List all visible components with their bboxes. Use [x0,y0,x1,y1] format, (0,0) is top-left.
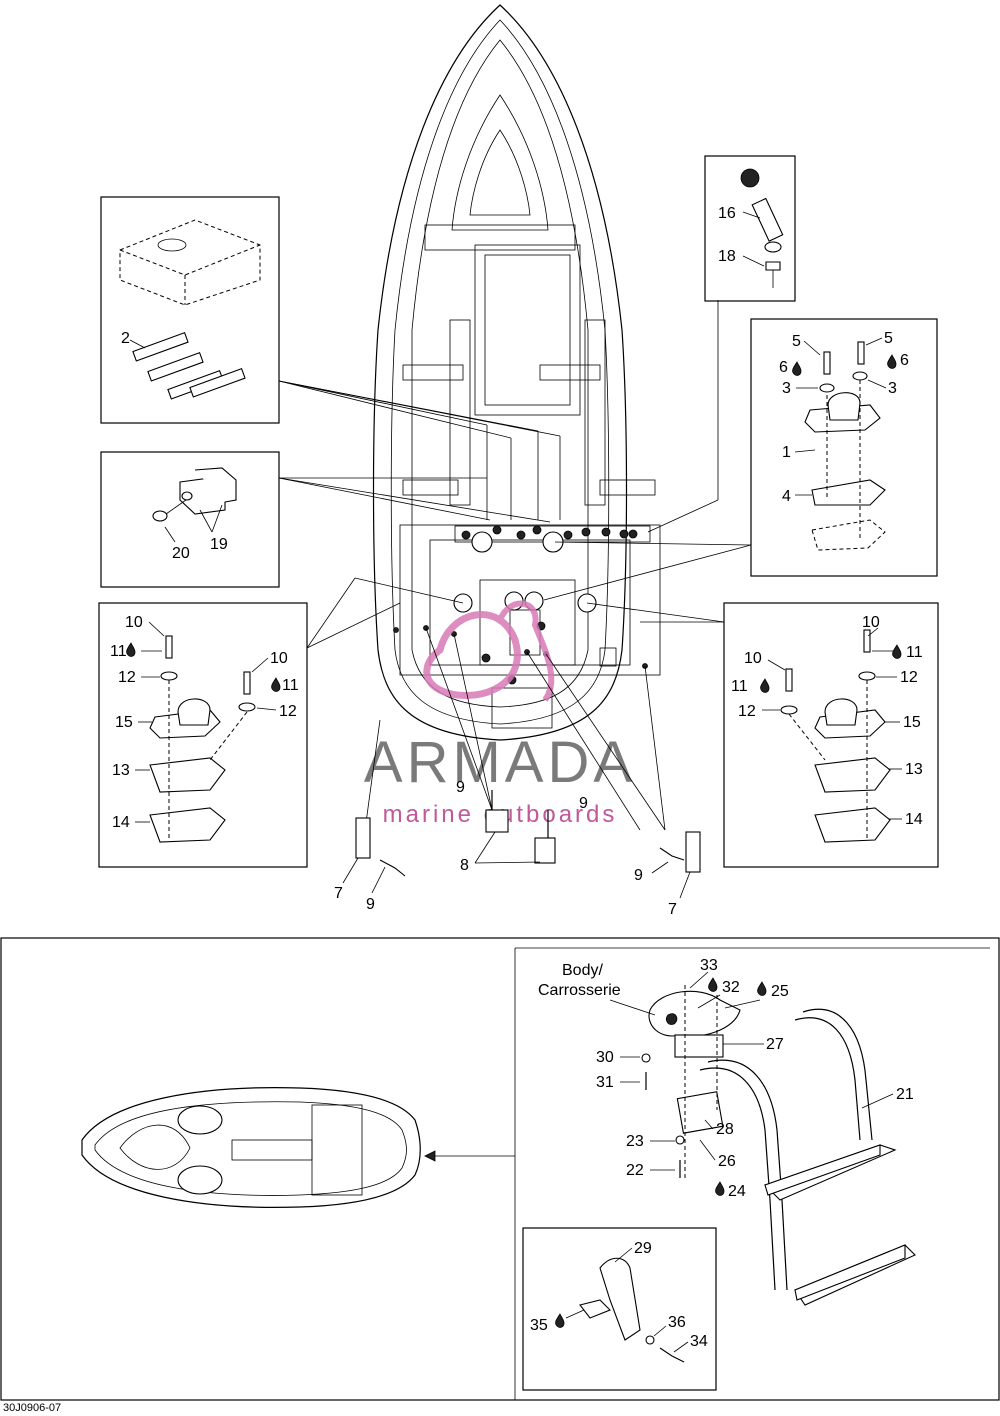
callout-32: 32 [722,979,740,996]
callout-34: 34 [690,1333,708,1350]
body-label-line1: Body/ [562,962,603,979]
oil-drop-icon [792,361,802,376]
oil-drop-icon [555,1313,565,1328]
callout-11-a: 11 [110,643,127,660]
callout-5-right: 5 [884,330,893,347]
callout-6-left: 6 [779,359,788,376]
callout-1: 1 [782,444,791,461]
callout-16: 16 [718,205,736,222]
callout-35: 35 [530,1317,548,1334]
inset-cable-tie: 16 18 [704,155,796,302]
callout-7-a: 7 [334,885,343,902]
callout-3-left: 3 [782,380,791,397]
callout-7-b: 7 [668,901,677,918]
callout-3-right: 3 [888,380,897,397]
watermark-brand: ARMADA [364,730,636,795]
inset-ladder-handle: 29 35 36 34 [522,1227,717,1391]
callout-28: 28 [716,1121,734,1138]
callout-36: 36 [668,1314,686,1331]
callout-12-c: 12 [900,669,918,686]
oil-drop-icon [708,977,718,992]
callout-29: 29 [634,1240,652,1257]
callout-11-b: 11 [282,677,299,694]
inset-bumper-pad: 20 19 [100,451,280,588]
oil-drop-icon [760,678,770,693]
callout-15-a: 15 [115,714,133,731]
callout-22: 22 [626,1162,644,1179]
callout-15-b: 15 [903,714,921,731]
bow-eye-brackets: 7 9 9 9 8 9 7 [334,779,701,918]
leader-lines [278,300,752,831]
body-label-line2: Carrosserie [538,982,621,999]
callout-31: 31 [596,1074,614,1091]
callout-11-d: 11 [731,678,748,695]
callout-11-c: 11 [906,644,923,661]
callout-10-c: 10 [862,614,880,631]
callout-5-left: 5 [792,333,801,350]
callout-9-c: 9 [579,795,588,812]
callout-14-b: 14 [905,811,923,828]
callout-25: 25 [771,983,789,1000]
inset-right-cleat: 10 11 12 10 11 12 15 13 14 [723,602,939,868]
callout-18: 18 [718,248,736,265]
callout-30: 30 [596,1049,614,1066]
callout-26: 26 [718,1153,736,1170]
callout-2: 2 [121,330,130,347]
boat-side-view [81,1087,421,1208]
oil-drop-icon [715,1181,725,1196]
diagram-code: 30J0906-07 [3,1402,61,1414]
callout-12-b: 12 [279,703,297,720]
inset-cleat-assembly: 5 5 6 6 3 3 1 4 [750,318,938,577]
boat-hull-top-view [372,4,661,741]
oil-drop-icon [126,642,136,657]
oil-drop-icon [271,677,281,692]
inset-pad-kit: 2 [100,196,280,424]
callout-12-a: 12 [118,669,136,686]
oil-drop-icon [757,981,767,996]
inset-left-cleat: 10 11 12 10 11 12 15 13 14 [98,602,308,868]
ladder-section: Body/ Carrosserie 33 32 25 27 21 30 31 2… [0,937,1000,1401]
callout-6-right: 6 [900,352,909,369]
callout-13-a: 13 [112,762,130,779]
callout-13-b: 13 [905,761,923,778]
boarding-ladder [699,1008,916,1306]
callout-19: 19 [210,536,228,553]
callout-9-b: 9 [456,779,465,796]
callout-20: 20 [172,545,190,562]
oil-drop-icon [887,354,897,369]
callout-10-d: 10 [744,650,762,667]
callout-14-a: 14 [112,814,130,831]
callout-10-a: 10 [125,614,143,631]
callout-8: 8 [460,857,469,874]
callout-24: 24 [728,1183,746,1200]
watermark-logo-graphic [423,600,555,702]
oil-drop-icon [892,644,902,659]
callout-4: 4 [782,488,791,505]
callout-12-d: 12 [738,703,756,720]
callout-27: 27 [766,1036,784,1053]
callout-10-b: 10 [270,650,288,667]
callout-9-a: 9 [366,896,375,913]
callout-23: 23 [626,1133,644,1150]
callout-33: 33 [700,957,718,974]
callout-21: 21 [896,1086,914,1103]
callout-9-d: 9 [634,867,643,884]
